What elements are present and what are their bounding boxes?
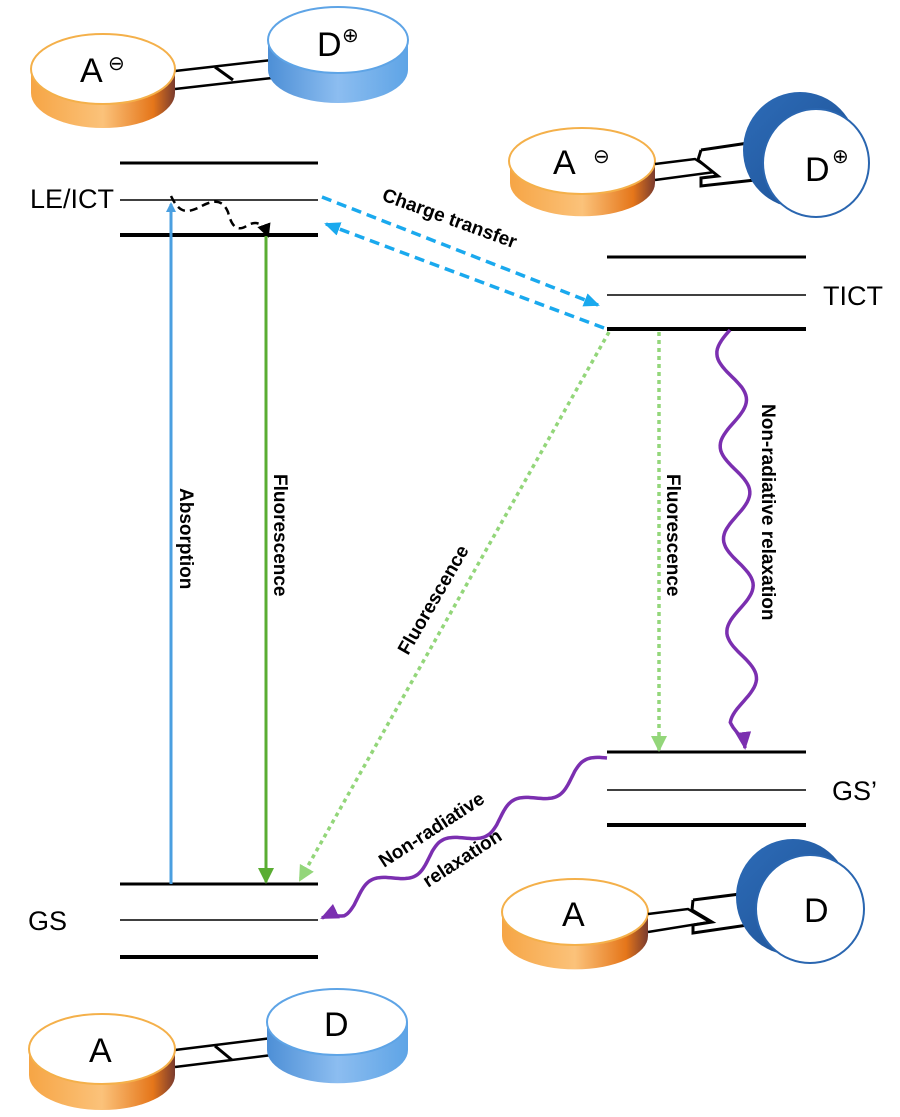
gs-prime-levels bbox=[607, 750, 806, 827]
molecule-bottom-left: A D bbox=[28, 988, 408, 1110]
acceptor-disc bbox=[28, 1013, 176, 1110]
state-label-le-ict: LE/ICT bbox=[30, 184, 114, 214]
nonradiative-tict-arrow bbox=[715, 328, 759, 750]
gs-levels bbox=[120, 882, 318, 959]
state-label-tict: TICT bbox=[823, 281, 883, 311]
donor-label: D bbox=[317, 26, 342, 64]
linker-bar bbox=[174, 1036, 273, 1052]
acceptor-charge-icon: ⊖ bbox=[593, 146, 610, 168]
tict-levels bbox=[607, 255, 806, 331]
charge-transfer-forward-arrow bbox=[321, 195, 600, 307]
linker-twist bbox=[214, 1044, 233, 1062]
acceptor-label: A bbox=[562, 896, 585, 934]
molecule-bottom-right: A D bbox=[501, 839, 865, 970]
donor-disc bbox=[736, 839, 865, 964]
fluorescence-le-label: Fluorescence bbox=[269, 474, 290, 597]
fluorescence-tict-label: Fluorescence bbox=[662, 474, 683, 597]
donor-disc bbox=[267, 6, 409, 103]
linker-bar bbox=[174, 76, 273, 91]
acceptor-disc bbox=[501, 878, 649, 970]
donor-label: D bbox=[804, 892, 829, 930]
le-ict-levels bbox=[120, 161, 318, 237]
molecule-top-left: A ⊖ D ⊕ bbox=[30, 6, 409, 128]
acceptor-disc bbox=[30, 33, 176, 128]
linker-twist bbox=[214, 65, 234, 82]
donor-disc bbox=[266, 988, 408, 1084]
donor-label: D bbox=[324, 1006, 349, 1044]
donor-charge-icon: ⊕ bbox=[832, 146, 849, 168]
donor-label: D bbox=[805, 151, 830, 189]
fluorescence-diagonal-arrow bbox=[298, 331, 611, 882]
acceptor-label: A bbox=[89, 1032, 112, 1070]
acceptor-label: A bbox=[80, 52, 103, 90]
linker-bar bbox=[174, 58, 273, 73]
nonradiative-gs-arrow bbox=[320, 755, 608, 920]
nonradiative-tict-label: Non-radiative relaxation bbox=[757, 404, 778, 620]
acceptor-disc bbox=[508, 127, 656, 217]
vibrational-relaxation-arrow bbox=[169, 195, 271, 238]
linker-bar bbox=[174, 1053, 273, 1069]
state-label-gs: GS bbox=[28, 906, 67, 936]
acceptor-charge-icon: ⊖ bbox=[108, 53, 125, 75]
donor-disc bbox=[743, 92, 870, 218]
state-label-gs-prime: GS’ bbox=[832, 776, 877, 806]
acceptor-label: A bbox=[553, 144, 576, 182]
charge-transfer-label: Charge transfer bbox=[379, 185, 520, 253]
charge-transfer-backward-arrow bbox=[324, 222, 605, 330]
absorption-label: Absorption bbox=[175, 488, 196, 589]
donor-charge-icon: ⊕ bbox=[342, 25, 359, 47]
molecule-top-right: A ⊖ D ⊕ bbox=[508, 92, 870, 218]
